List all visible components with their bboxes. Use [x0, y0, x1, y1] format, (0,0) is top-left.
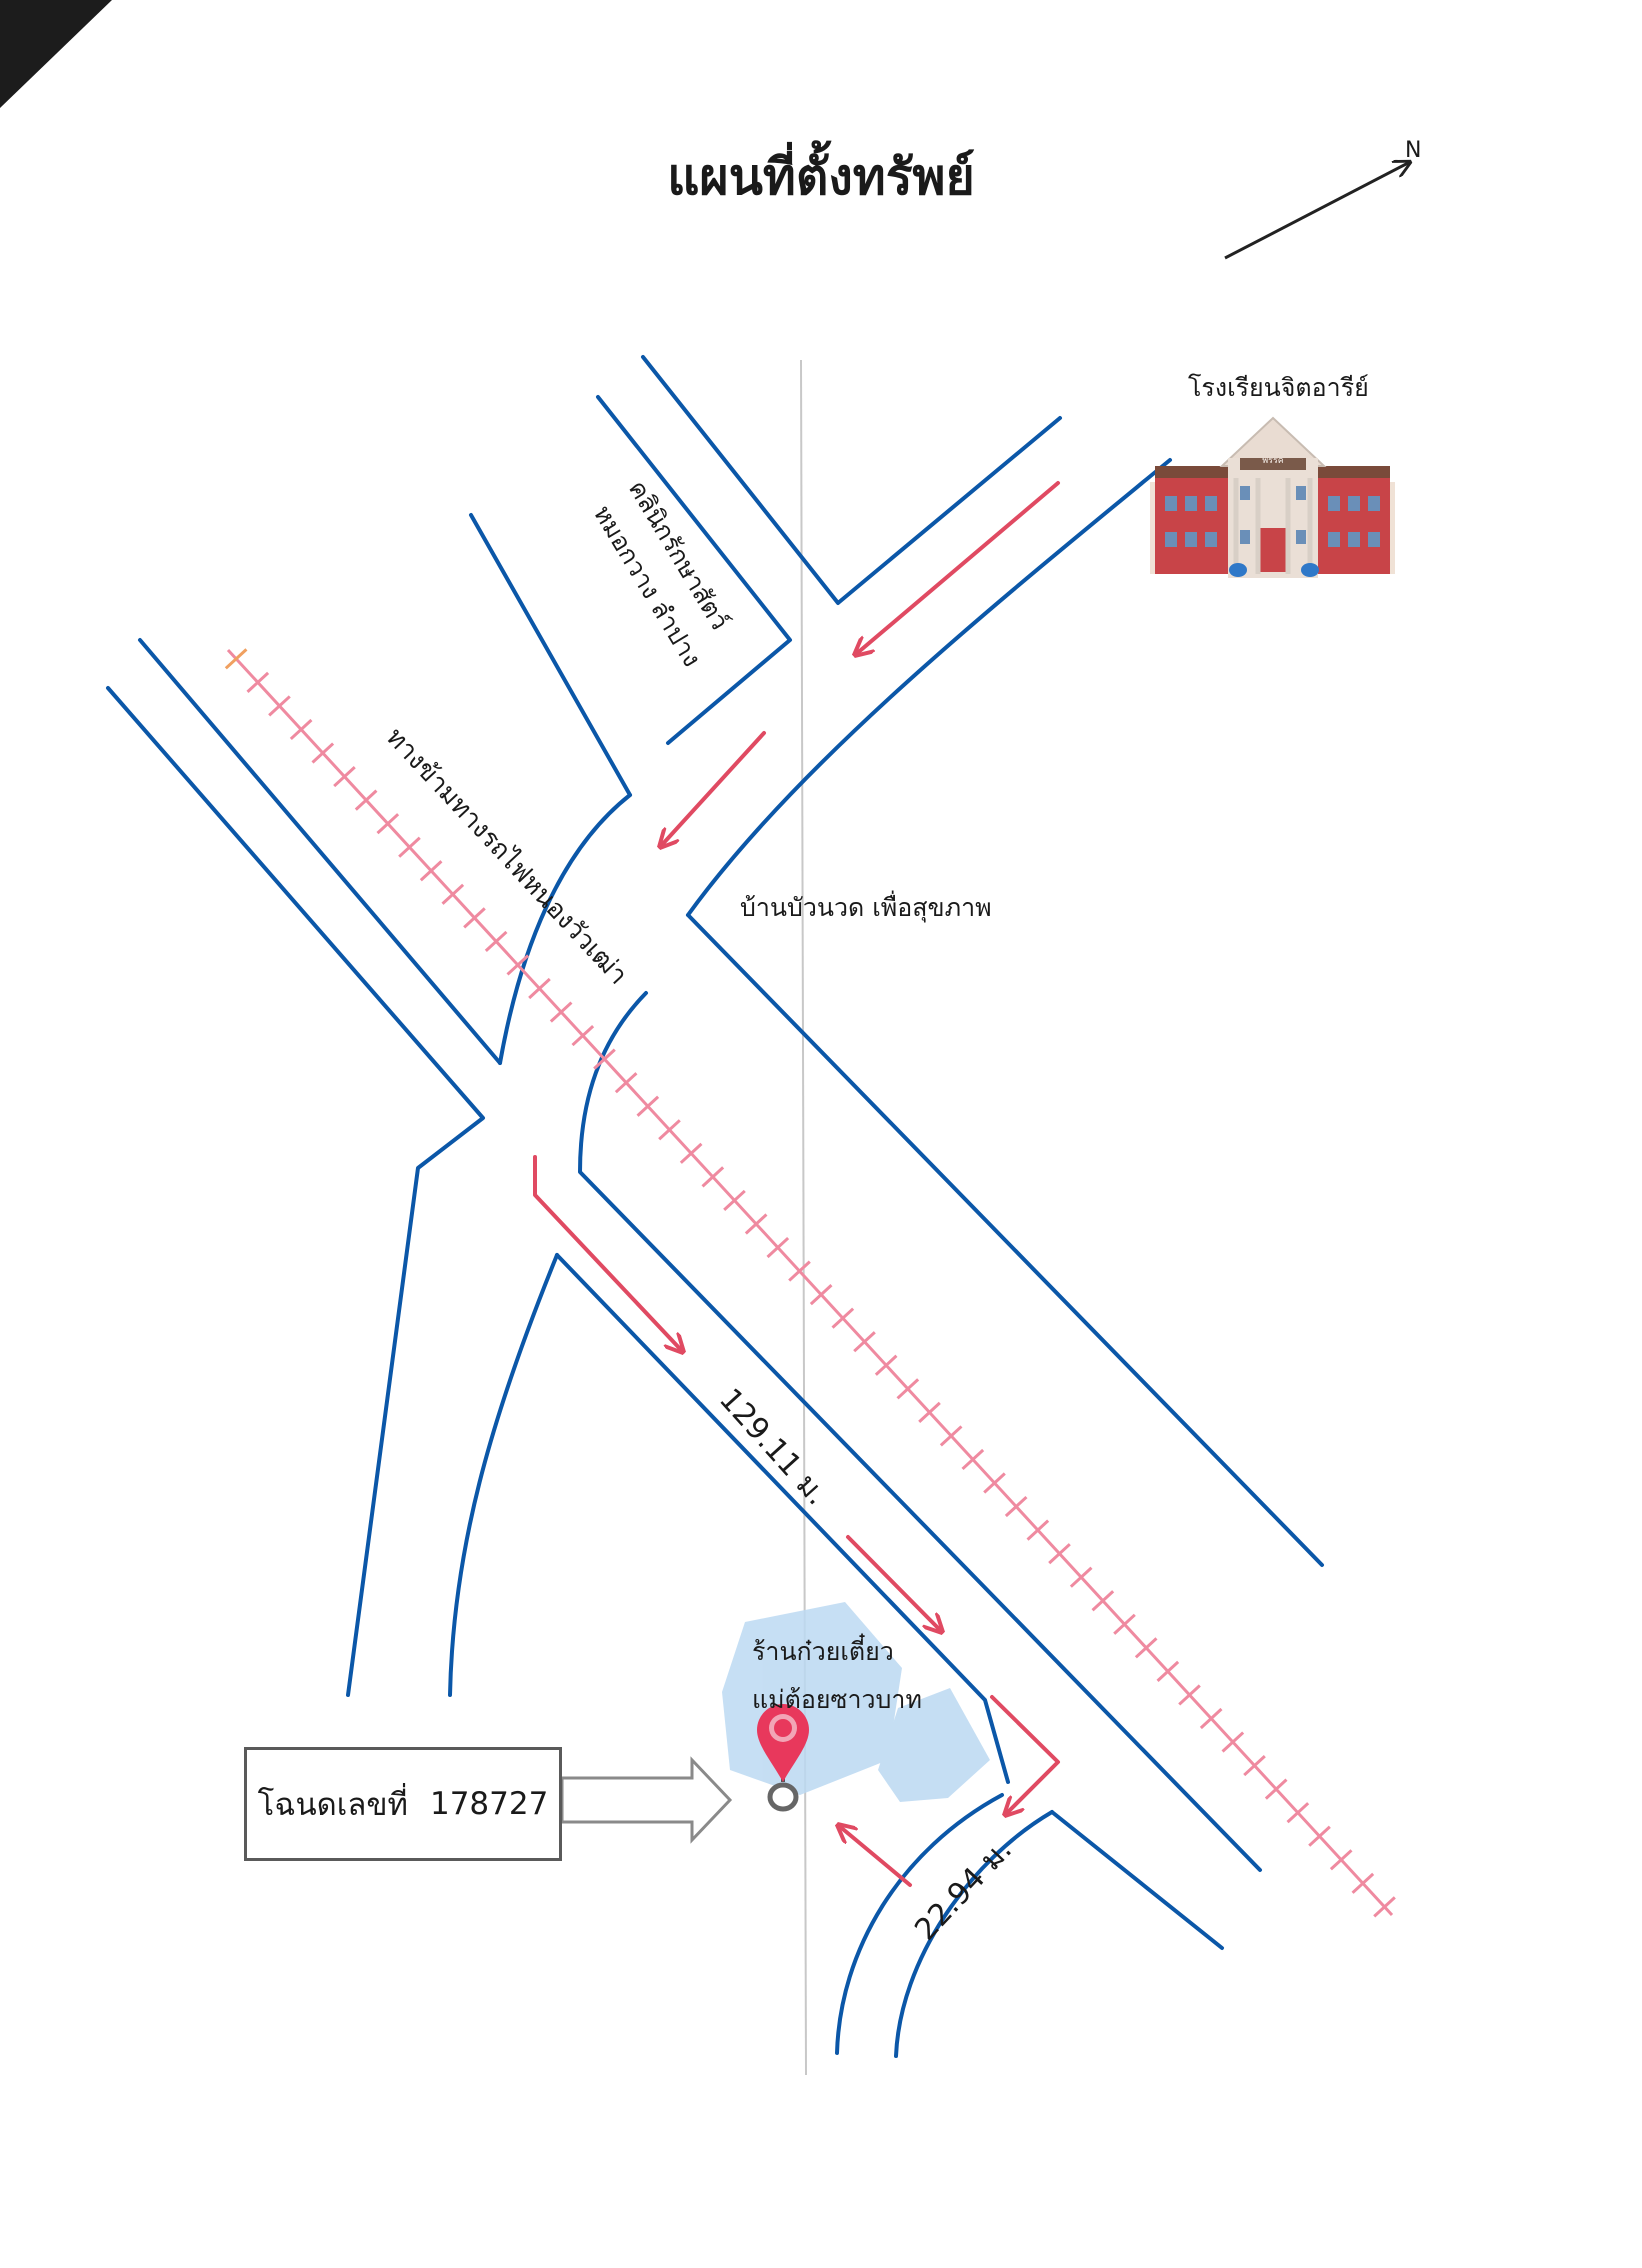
- railway-tie: [896, 1378, 920, 1400]
- location-pin-icon: [757, 1704, 809, 1812]
- road-west-curve: [498, 793, 632, 1065]
- railway-tie: [506, 954, 530, 976]
- railway-tie: [701, 1166, 725, 1188]
- railway-tie: [1351, 1872, 1375, 1894]
- deed-number: 178727: [429, 1786, 549, 1822]
- railway-tie: [788, 1260, 811, 1282]
- road-school-street-west: [641, 355, 1062, 605]
- road-south-curve-outer: [894, 1810, 1054, 2058]
- route-arrow-6: [838, 1825, 912, 1887]
- scan-corner-shadow: [0, 0, 112, 108]
- railway-tie: [354, 789, 378, 811]
- railway-tie: [831, 1307, 855, 1329]
- railway-tie: [246, 671, 270, 693]
- railway-tie: [744, 1213, 768, 1235]
- railway-tie: [874, 1354, 898, 1376]
- railway-tie: [1199, 1707, 1223, 1730]
- route-arrow-1: [855, 481, 1060, 655]
- railway-tie: [1156, 1660, 1180, 1682]
- compass-north-label: N: [1405, 138, 1422, 163]
- railway-tie: [809, 1284, 833, 1306]
- railway-tie: [1048, 1543, 1071, 1565]
- railway-tie: [1308, 1825, 1331, 1847]
- railway-tie: [853, 1331, 876, 1353]
- railway-tie: [311, 742, 335, 764]
- railway-tie: [289, 718, 313, 741]
- page-title: แผนที่ตั้งทรัพย์: [667, 148, 975, 206]
- railway-tie: [679, 1142, 703, 1164]
- railway-tie: [549, 1001, 573, 1023]
- road-main-south-east: [686, 913, 1324, 1567]
- railway-tie: [636, 1095, 660, 1117]
- railway-tie: [766, 1236, 790, 1259]
- railway-tie: [1221, 1731, 1245, 1753]
- railway-line: [226, 648, 1394, 1917]
- railway-tie: [419, 860, 443, 882]
- railway-tie: [1373, 1896, 1396, 1918]
- railway-tie: [268, 695, 291, 717]
- railway-tie: [1134, 1637, 1158, 1659]
- railway-tie: [1113, 1613, 1136, 1635]
- deed-pointer-arrow: [560, 1756, 733, 1844]
- school-sign: พรรค: [1262, 456, 1284, 466]
- compass-arrow-icon: [1224, 162, 1410, 260]
- route-arrow-3: [533, 1155, 683, 1352]
- route-arrows: [533, 481, 1060, 1887]
- railway-tie: [983, 1472, 1006, 1494]
- railway-tie: [463, 907, 486, 929]
- roads: [106, 355, 1324, 2058]
- deed-number-box: โฉนดเลขที่ 178727: [244, 1747, 562, 1861]
- road-main-south-west: [578, 991, 1262, 1872]
- school-building-icon: พรรค: [1150, 416, 1395, 578]
- railway-tie: [528, 977, 551, 1000]
- railway-tie: [593, 1048, 616, 1070]
- road-south-curve-inner: [835, 1793, 1004, 2055]
- railway-tie: [1286, 1802, 1310, 1824]
- railway-tie: [918, 1401, 941, 1423]
- railway-tie: [398, 836, 421, 858]
- massage-label: บ้านบัวนวด เพื่อสุขภาพ: [740, 893, 992, 922]
- railway-tie: [1264, 1778, 1288, 1800]
- railway-tie: [441, 883, 465, 905]
- scan-fold-line: [800, 359, 807, 2076]
- railway-tie: [1091, 1590, 1115, 1612]
- school-label: โรงเรียนจิตอารีย์: [1188, 373, 1369, 402]
- road-south-east-edge: [1050, 1810, 1224, 1950]
- railway-tie: [961, 1448, 985, 1471]
- land-block-shop: [878, 1688, 990, 1802]
- road-to-shop: [555, 1253, 1010, 1784]
- deed-label: โฉนดเลขที่: [257, 1787, 408, 1823]
- road-south-west: [448, 1253, 559, 1697]
- distance-main-road: 129.11 ม.: [712, 1382, 834, 1512]
- route-arrow-4: [846, 1535, 942, 1632]
- railway-track: [224, 648, 1396, 1918]
- railway-tie: [939, 1425, 963, 1447]
- railway-tie: [723, 1189, 746, 1212]
- road-clinic-side: [469, 513, 632, 797]
- railway-tie: [1069, 1566, 1093, 1588]
- road-west-lower: [106, 686, 485, 1697]
- railway-tie: [614, 1072, 638, 1094]
- noodle-shop-label-line2: แม่ต้อยซาวบาท: [752, 1685, 922, 1714]
- railway-tie: [1243, 1755, 1266, 1777]
- route-arrow-2: [660, 731, 766, 847]
- noodle-shop-label-line1: ร้านก๋วยเตี๋ยว: [752, 1637, 894, 1666]
- railway-tie: [571, 1025, 595, 1047]
- road-west-upper: [138, 638, 502, 1065]
- road-main-north-east: [686, 458, 1172, 917]
- railway-tie: [333, 765, 356, 788]
- route-arrow-5: [990, 1695, 1060, 1815]
- railway-tie: [658, 1119, 681, 1141]
- railway-tie: [1004, 1495, 1028, 1518]
- railway-tie: [376, 813, 400, 835]
- railway-tie: [484, 930, 508, 952]
- railway-tie: [224, 648, 248, 670]
- railway-tie: [1329, 1849, 1353, 1871]
- road-clinic-block: [596, 395, 792, 745]
- railway-tie: [1178, 1684, 1201, 1706]
- railway-tie: [1026, 1519, 1050, 1541]
